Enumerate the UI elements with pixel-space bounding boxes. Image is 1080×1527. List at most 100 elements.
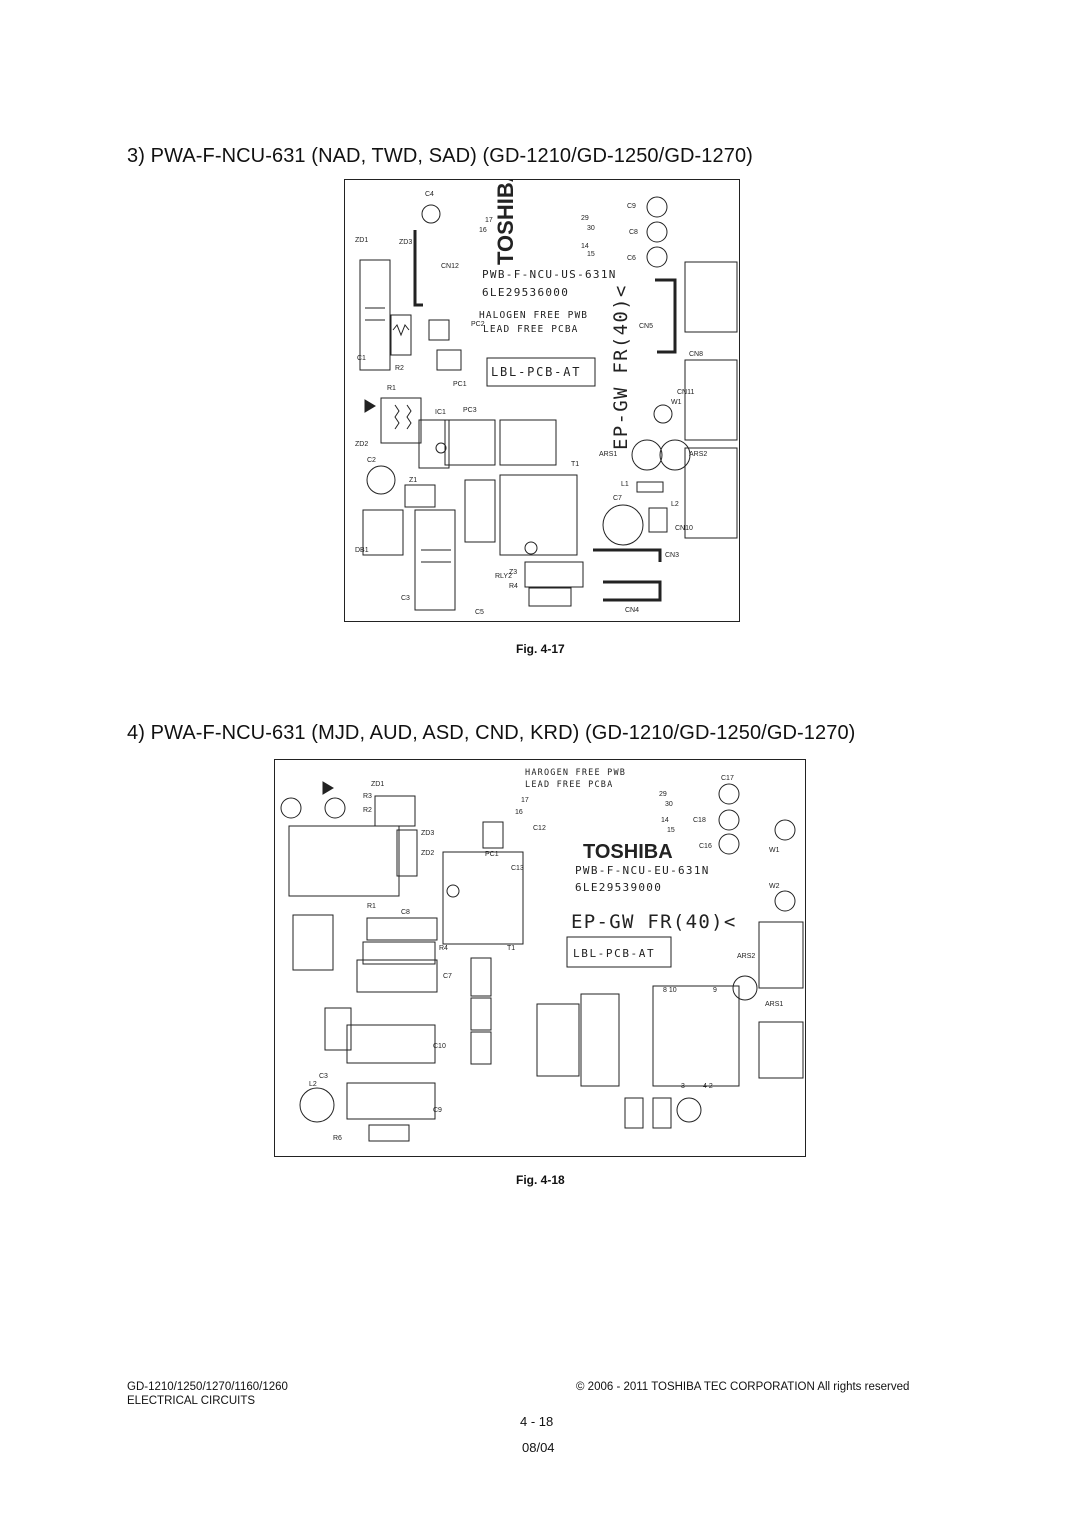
board-model-1: PWB-F-NCU-US-631N xyxy=(482,268,617,281)
svg-text:CN5: CN5 xyxy=(639,323,653,330)
svg-text:C5: C5 xyxy=(475,609,484,616)
board-part-number-2: 6LE29539000 xyxy=(575,881,662,894)
lead-free-label-1: LEAD FREE PCBA xyxy=(483,324,578,335)
svg-text:17: 17 xyxy=(521,797,529,804)
svg-text:L2: L2 xyxy=(309,1081,317,1088)
board-model-2: PWB-F-NCU-EU-631N xyxy=(575,864,710,877)
svg-text:T1: T1 xyxy=(571,461,579,468)
svg-text:C7: C7 xyxy=(443,973,452,980)
svg-text:C3: C3 xyxy=(401,595,410,602)
halogen-free-label-1: HALOGEN FREE PWB xyxy=(479,310,588,321)
svg-text:C9: C9 xyxy=(433,1107,442,1114)
svg-text:R6: R6 xyxy=(333,1135,342,1142)
svg-text:C2: C2 xyxy=(367,457,376,464)
svg-text:15: 15 xyxy=(667,827,675,834)
toshiba-logo-1: TOSHIBA xyxy=(493,180,518,265)
pcb-layout-drawing-2: TOSHIBA PWB-F-NCU-EU-631N 6LE29539000 HA… xyxy=(280,768,804,1142)
svg-text:Z1: Z1 xyxy=(409,477,417,484)
svg-text:C8: C8 xyxy=(629,229,638,236)
rotated-fr-label-1: EP-GW FR(40)< xyxy=(610,284,632,450)
pcb-diagram-fig-4-17: TOSHIBA PWB-F-NCU-US-631N 6LE29536000 HA… xyxy=(344,179,740,622)
svg-text:CN12: CN12 xyxy=(441,263,459,270)
svg-text:PC3: PC3 xyxy=(463,407,477,414)
svg-text:14: 14 xyxy=(661,817,669,824)
figure-caption-4-17: Fig. 4-17 xyxy=(516,642,565,656)
svg-text:R1: R1 xyxy=(367,903,376,910)
svg-text:IC1: IC1 xyxy=(435,409,446,416)
svg-text:C18: C18 xyxy=(693,817,706,824)
svg-text:ARS2: ARS2 xyxy=(689,451,707,458)
svg-text:29: 29 xyxy=(581,215,589,222)
svg-text:29: 29 xyxy=(659,791,667,798)
svg-text:C7: C7 xyxy=(613,495,622,502)
section-3-heading: 3) PWA-F-NCU-631 (NAD, TWD, SAD) (GD-121… xyxy=(127,145,753,167)
svg-text:C17: C17 xyxy=(721,775,734,782)
svg-text:PC2: PC2 xyxy=(471,321,485,328)
svg-text:Z3: Z3 xyxy=(509,569,517,576)
footer-model-line: GD-1210/1250/1270/1160/1260 xyxy=(127,1381,288,1393)
board-part-number-1: 6LE29536000 xyxy=(482,286,569,299)
rotated-fr-label-2: EP-GW FR(40)< xyxy=(571,911,737,933)
svg-text:ARS1: ARS1 xyxy=(765,1001,783,1008)
footer-copyright: © 2006 - 2011 TOSHIBA TEC CORPORATION Al… xyxy=(576,1381,910,1393)
svg-text:14: 14 xyxy=(581,243,589,250)
svg-text:R1: R1 xyxy=(387,385,396,392)
svg-text:R4: R4 xyxy=(439,945,448,952)
svg-text:R2: R2 xyxy=(363,807,372,814)
svg-text:W2: W2 xyxy=(769,883,780,890)
svg-text:CN4: CN4 xyxy=(625,607,639,614)
label-box-text-1: LBL-PCB-AT xyxy=(491,365,581,379)
svg-text:DB1: DB1 xyxy=(355,547,369,554)
svg-text:ARS1: ARS1 xyxy=(599,451,617,458)
svg-text:C12: C12 xyxy=(533,825,546,832)
svg-text:W1: W1 xyxy=(769,847,780,854)
svg-text:C3: C3 xyxy=(319,1073,328,1080)
svg-text:ZD2: ZD2 xyxy=(421,850,434,857)
footer-section-name: ELECTRICAL CIRCUITS xyxy=(127,1395,256,1407)
label-box-text-2: LBL-PCB-AT xyxy=(573,947,655,960)
svg-text:ZD3: ZD3 xyxy=(421,830,434,837)
revision-date: 08/04 xyxy=(522,1440,555,1455)
svg-text:T1: T1 xyxy=(507,945,515,952)
section-4-heading: 4) PWA-F-NCU-631 (MJD, AUD, ASD, CND, KR… xyxy=(127,722,856,744)
svg-text:CN3: CN3 xyxy=(665,552,679,559)
svg-text:R4: R4 xyxy=(509,583,518,590)
svg-text:C16: C16 xyxy=(699,843,712,850)
svg-text:30: 30 xyxy=(665,801,673,808)
svg-text:ARS2: ARS2 xyxy=(737,953,755,960)
pcb-layout-drawing-1: TOSHIBA PWB-F-NCU-US-631N 6LE29536000 HA… xyxy=(355,180,738,616)
svg-text:C9: C9 xyxy=(627,203,636,210)
svg-text:16: 16 xyxy=(479,227,487,234)
svg-text:W1: W1 xyxy=(671,399,682,406)
svg-text:C8: C8 xyxy=(401,909,410,916)
svg-text:PC1: PC1 xyxy=(485,851,499,858)
svg-text:PC1: PC1 xyxy=(453,381,467,388)
lead-free-label-2: LEAD FREE PCBA xyxy=(525,780,613,790)
svg-text:C1: C1 xyxy=(357,355,366,362)
svg-text:ZD2: ZD2 xyxy=(355,441,368,448)
figure-caption-4-18: Fig. 4-18 xyxy=(516,1173,565,1187)
page-number: 4 - 18 xyxy=(520,1414,554,1429)
svg-text:C4: C4 xyxy=(425,191,434,198)
svg-text:15: 15 xyxy=(587,251,595,258)
svg-text:9: 9 xyxy=(713,987,717,994)
svg-text:C6: C6 xyxy=(627,255,636,262)
svg-text:RLY2: RLY2 xyxy=(495,573,512,580)
svg-text:C10: C10 xyxy=(433,1043,446,1050)
pcb-diagram-fig-4-18: TOSHIBA PWB-F-NCU-EU-631N 6LE29539000 HA… xyxy=(274,759,806,1157)
svg-text:17: 17 xyxy=(485,217,493,224)
svg-text:C13: C13 xyxy=(511,865,524,872)
svg-text:4 2: 4 2 xyxy=(703,1083,713,1090)
svg-text:30: 30 xyxy=(587,225,595,232)
halogen-free-label-2: HAROGEN FREE PWB xyxy=(525,768,626,778)
toshiba-logo-2: TOSHIBA xyxy=(583,841,673,863)
svg-text:R2: R2 xyxy=(395,365,404,372)
svg-text:CN8: CN8 xyxy=(689,351,703,358)
svg-text:ZD3: ZD3 xyxy=(399,239,412,246)
svg-text:ZD1: ZD1 xyxy=(371,781,384,788)
svg-text:CN10: CN10 xyxy=(675,525,693,532)
svg-text:R3: R3 xyxy=(363,793,372,800)
svg-text:CN11: CN11 xyxy=(677,389,694,396)
svg-text:L1: L1 xyxy=(621,481,629,488)
svg-text:16: 16 xyxy=(515,809,523,816)
